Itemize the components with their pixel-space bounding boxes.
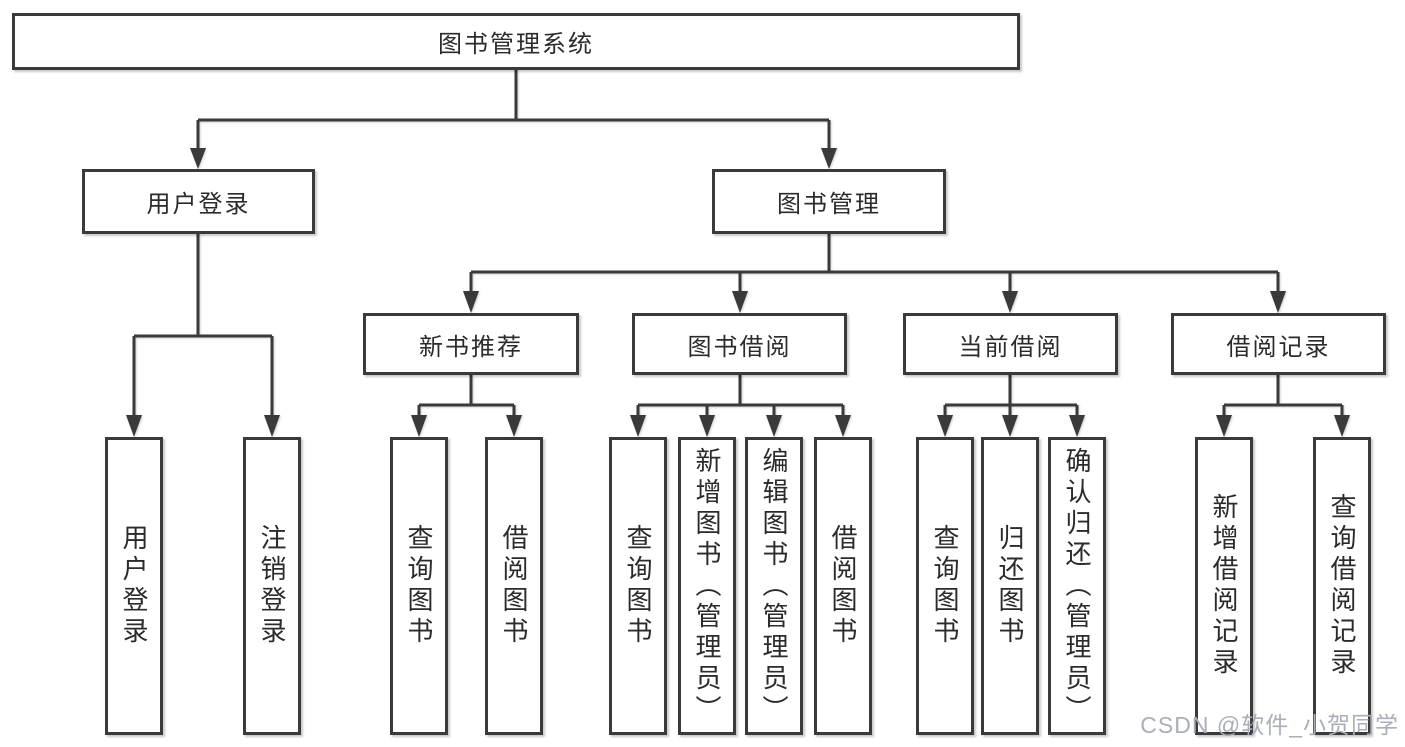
node-current-borrowing: 当前借阅 <box>903 313 1118 375</box>
connector-new-book-rec-children <box>411 375 522 437</box>
node-leaf-bb-query-books: 查询图书 <box>609 437 667 735</box>
node-leaf-cb-query-books: 查询图书 <box>916 437 974 735</box>
node-leaf-user-login: 用户登录 <box>105 437 163 735</box>
node-label: 确认归还（管理员） <box>1062 446 1092 726</box>
node-label: 图书管理 <box>777 191 881 218</box>
node-label: 借阅图书 <box>499 524 529 648</box>
node-leaf-br-add-record: 新增借阅记录 <box>1195 437 1253 735</box>
node-new-book-recommendation: 新书推荐 <box>363 313 579 375</box>
node-label: 注销登录 <box>257 524 287 648</box>
node-library-management-system: 图书管理系统 <box>12 13 1020 70</box>
node-leaf-br-query-record: 查询借阅记录 <box>1313 437 1371 735</box>
node-leaf-bb-add-books-admin: 新增图书（管理员） <box>678 437 736 735</box>
node-leaf-bb-edit-books-admin: 编辑图书（管理员） <box>745 437 803 735</box>
node-label: 新增借阅记录 <box>1209 493 1239 679</box>
connector-book-borrow-children <box>630 375 851 437</box>
connector-borrow-records-children <box>1216 375 1350 437</box>
node-label: 用户登录 <box>119 524 149 648</box>
node-label: 查询图书 <box>623 524 653 648</box>
node-leaf-cb-return-books: 归还图书 <box>981 437 1039 735</box>
node-label: 图书借阅 <box>687 333 792 361</box>
node-label: 新书推荐 <box>419 333 523 361</box>
node-book-management: 图书管理 <box>712 169 946 234</box>
node-label: 编辑图书（管理员） <box>759 446 789 726</box>
node-leaf-nbr-query-books: 查询图书 <box>390 437 448 735</box>
node-label: 新增图书（管理员） <box>692 446 722 726</box>
node-leaf-logout: 注销登录 <box>243 437 301 735</box>
connector-book-management-children <box>463 234 1286 313</box>
node-label: 借阅图书 <box>828 524 858 648</box>
node-leaf-cb-confirm-return-admin: 确认归还（管理员） <box>1048 437 1106 735</box>
node-label: 查询图书 <box>404 524 434 648</box>
node-leaf-nbr-borrow-books: 借阅图书 <box>485 437 543 735</box>
node-label: 借阅记录 <box>1226 333 1331 361</box>
connector-user-login-children <box>126 234 280 437</box>
connector-root-to-level2 <box>190 70 837 169</box>
node-label: 用户登录 <box>146 191 251 218</box>
node-label: 查询图书 <box>930 524 960 648</box>
node-user-login: 用户登录 <box>82 169 315 234</box>
node-label: 图书管理系统 <box>438 31 594 58</box>
node-book-borrowing: 图书借阅 <box>632 313 847 375</box>
node-label: 当前借阅 <box>958 333 1063 361</box>
connector-current-borrow-children <box>937 375 1085 437</box>
node-borrowing-records: 借阅记录 <box>1171 313 1386 375</box>
node-label: 查询借阅记录 <box>1327 493 1357 679</box>
node-label: 归还图书 <box>995 524 1025 648</box>
node-leaf-bb-borrow-books: 借阅图书 <box>814 437 872 735</box>
